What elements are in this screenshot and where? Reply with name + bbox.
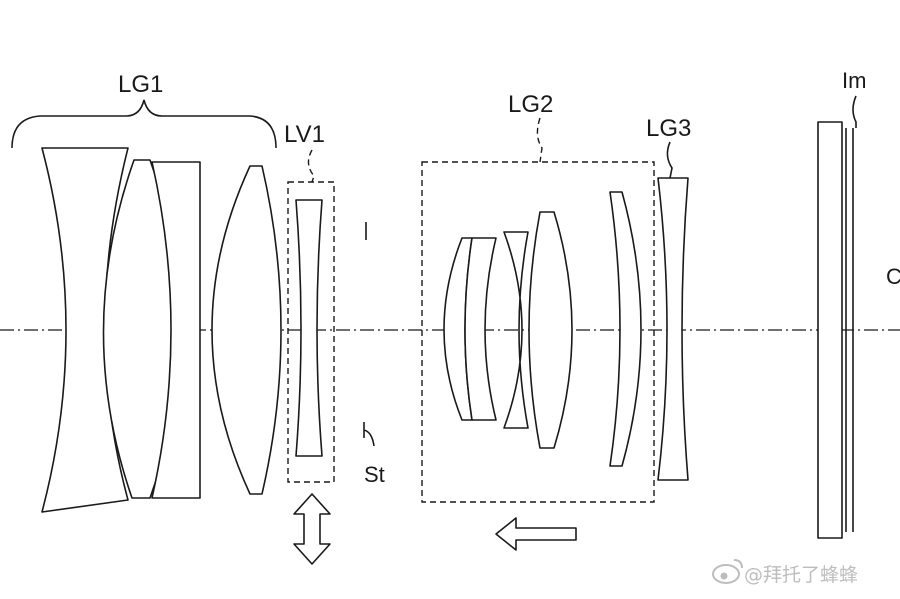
lens-group-lg2 <box>421 117 655 551</box>
lg2-dashed-frame <box>421 161 655 503</box>
lg2-lens-3 <box>503 231 529 429</box>
stop-mark-lower <box>363 422 375 447</box>
lg1-lens-4 <box>211 165 282 495</box>
lg2-move-arrow <box>495 517 577 551</box>
label-lg3: LG3 <box>646 115 691 142</box>
label-st: St <box>364 462 385 487</box>
lg2-lens-4 <box>528 211 573 449</box>
im-leader <box>852 95 857 128</box>
lens-group-lg3 <box>657 141 689 481</box>
lens-group-lg1 <box>11 99 282 513</box>
aperture-stop <box>363 222 375 447</box>
filter-plate <box>817 121 843 539</box>
lg2-lens-5 <box>609 191 642 467</box>
lg1-lens-3 <box>151 161 201 499</box>
label-lg2: LG2 <box>508 91 553 118</box>
weibo-icon <box>712 559 743 584</box>
lv1-move-arrow <box>293 493 331 565</box>
image-plane-group <box>817 95 857 539</box>
label-im: Im <box>842 68 866 93</box>
lg1-lens-1 <box>41 147 129 513</box>
lv1-lens <box>295 199 323 457</box>
lg2-leader <box>536 117 543 163</box>
label-axis: C <box>886 264 900 289</box>
lg1-brace <box>11 99 277 149</box>
label-lv1: LV1 <box>284 121 325 148</box>
lens-group-lv1 <box>287 149 335 565</box>
label-lg1: LG1 <box>118 71 163 98</box>
watermark: @拜托了蜂蜂 <box>712 559 858 586</box>
lv1-leader <box>307 149 315 183</box>
lg3-leader <box>666 141 673 179</box>
lg2-lens-2 <box>464 237 497 421</box>
watermark-text: @拜托了蜂蜂 <box>744 564 858 586</box>
lg3-lens <box>657 177 689 481</box>
lv1-dashed-frame <box>287 181 335 483</box>
